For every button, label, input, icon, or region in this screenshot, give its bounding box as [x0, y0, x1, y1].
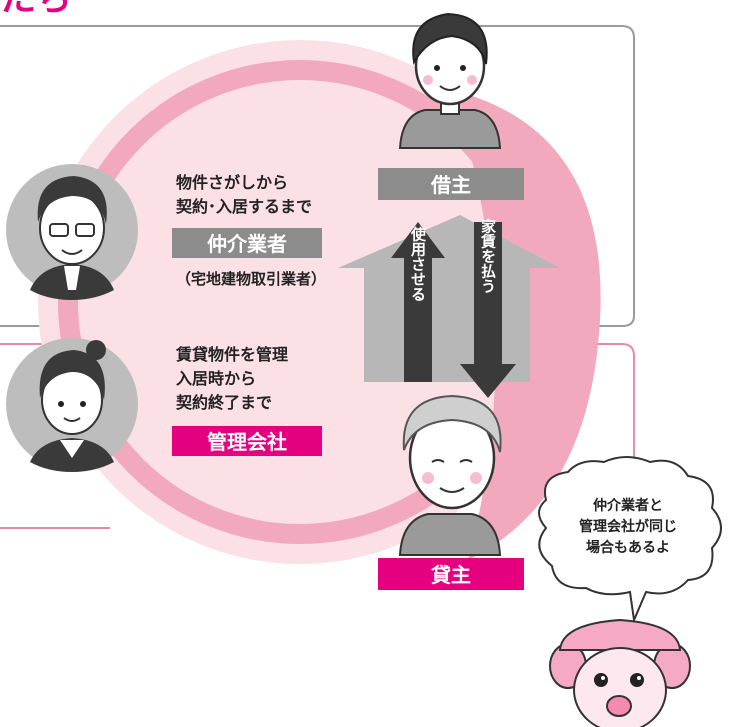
landlord-avatar [398, 394, 502, 556]
speech-bubble [538, 456, 722, 624]
tenant-avatar [398, 12, 502, 149]
tenant-label: 借主 [430, 173, 471, 197]
up-arrow [391, 222, 445, 382]
down-arrow-label: 家賃を払う [479, 218, 497, 294]
agent-badge-label: 仲介業者 [207, 232, 287, 256]
manager-desc-line1: 賃貸物件を管理 [175, 345, 288, 364]
speech-line3: 場合もあるよ [586, 539, 670, 556]
landlord-badge [378, 558, 524, 590]
manager-avatar [6, 338, 138, 472]
agent-badge [172, 228, 322, 258]
manager-desc-line2: 入居時から [176, 369, 256, 388]
header-title-fragment: たち [0, 0, 72, 19]
landlord-label: 貸主 [430, 563, 471, 587]
manager-badge-label: 管理会社 [207, 430, 287, 454]
tenant-badge [378, 168, 524, 200]
agent-desc-line2: 契約･入居するまで [175, 197, 312, 216]
manager-desc-line3: 契約終了まで [175, 393, 272, 412]
agent-desc-line1: 物件さがしから [176, 173, 288, 192]
manager-badge [172, 426, 322, 456]
agent-box-outline [0, 25, 635, 327]
agent-avatar [6, 164, 138, 300]
mascot-character [549, 618, 691, 727]
up-arrow-label: 使用させる [409, 226, 427, 302]
agent-note: （宅地建物取引業者） [176, 270, 326, 288]
speech-line1: 仲介業者と [593, 497, 663, 514]
down-arrow [460, 222, 516, 398]
speech-line2: 管理会社が同じ [579, 518, 677, 535]
